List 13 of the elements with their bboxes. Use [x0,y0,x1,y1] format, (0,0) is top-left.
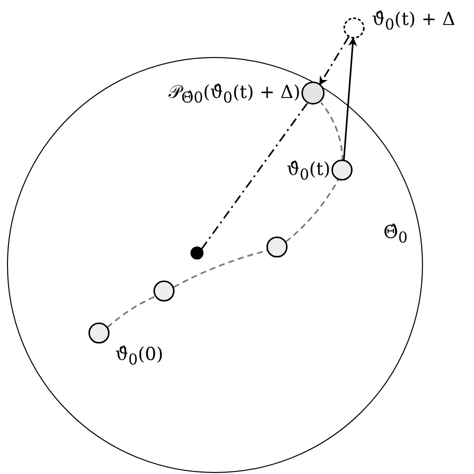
math-label: ϑ̂$_{0}$(t) [286,158,330,186]
arrow [319,36,350,86]
math-label: ϑ̂$_{0}$(0) [115,343,164,371]
set-boundary-circle [7,57,423,473]
dashed-path [285,179,339,242]
arrow [342,37,358,162]
dashed-path [106,295,156,328]
math-label: 𝒫$_{Θ̂0}$(ϑ̂$_{0}$(t) + Δ) [168,81,300,109]
math-label: ϑ̂$_{0}$(t) + Δ [372,8,456,36]
dashed-path [320,102,344,162]
dashed-path [173,250,268,288]
set-label: Θ̂$_{0}$ [383,221,408,249]
dash-dot-line [200,102,308,250]
